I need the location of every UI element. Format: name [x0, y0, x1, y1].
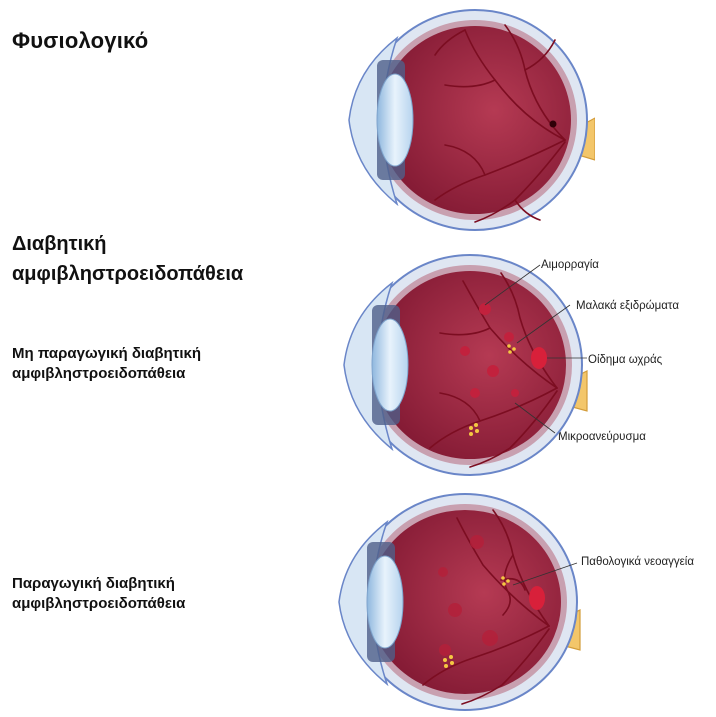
pdr-eye-illustration: [325, 480, 595, 717]
title-npdr-line1: Μη παραγωγική διαβητική: [12, 344, 201, 363]
title-normal: Φυσιολογικό: [12, 28, 148, 54]
npdr-eye-illustration: [325, 243, 595, 483]
label-macular-edema: Οίδημα ωχράς: [588, 354, 662, 366]
label-neovessels: Παθολογικά νεοαγγεία: [581, 556, 694, 568]
title-dr-line2: αμφιβληστροειδοπάθεια: [12, 262, 243, 286]
title-pdr-line1: Παραγωγική διαβητική: [12, 574, 175, 593]
title-npdr-line2: αμφιβληστροειδοπάθεια: [12, 364, 185, 383]
normal-eye-illustration: [325, 0, 595, 250]
title-dr-line1: Διαβητική: [12, 232, 107, 256]
title-pdr-line2: αμφιβληστροειδοπάθεια: [12, 594, 185, 613]
